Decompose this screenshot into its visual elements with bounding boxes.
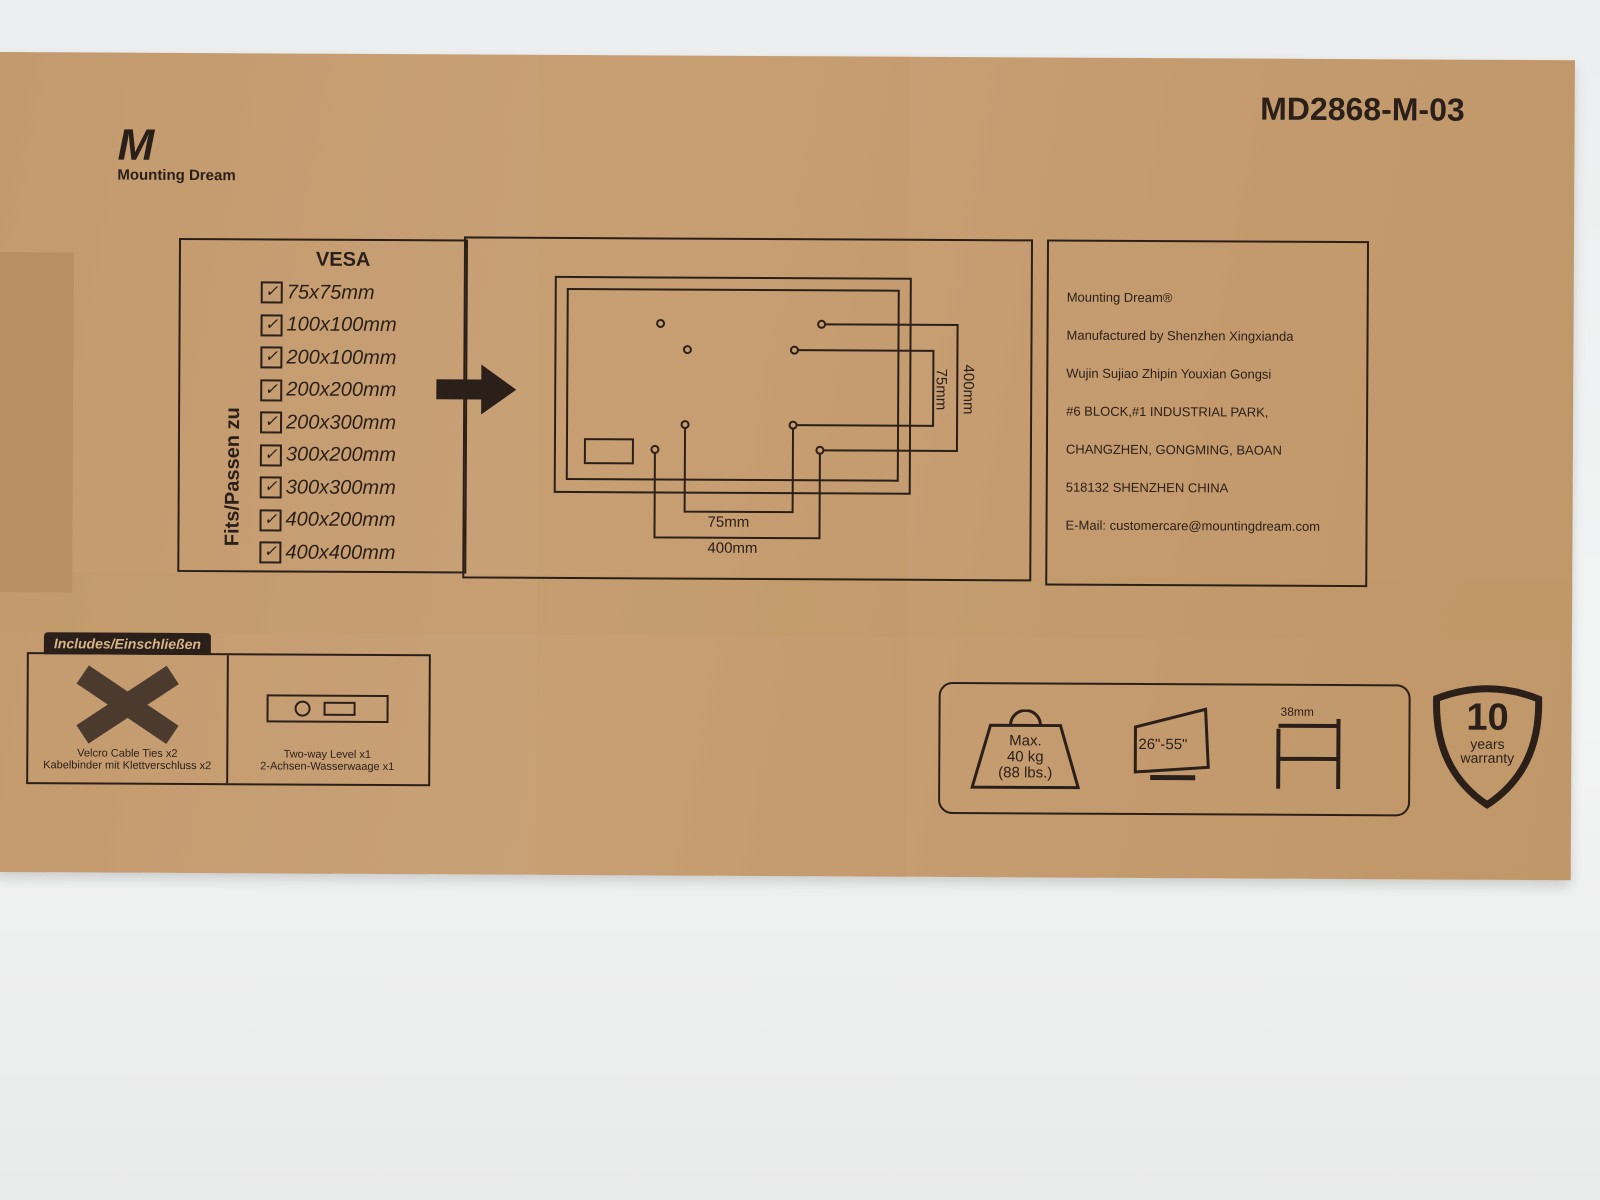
dim-75-horizontal: 75mm: [707, 513, 750, 531]
vesa-size-item: ✓100x100mm: [260, 309, 397, 342]
vesa-size-item: ✓300x200mm: [259, 439, 397, 472]
item-label-en: Two-way Level x1: [283, 748, 372, 761]
level-icon: [266, 694, 389, 724]
vesa-size-item: ✓75x75mm: [260, 276, 397, 309]
vesa-size-item: ✓400x200mm: [259, 504, 396, 537]
weight-label: Max.: [1009, 732, 1042, 750]
dim-75-vertical: 75mm: [932, 368, 950, 411]
vesa-size-label: 400x400mm: [285, 541, 396, 564]
includes-title: Includes/Einschließen: [43, 632, 212, 656]
box-flap: [0, 251, 74, 593]
arrow-right-icon: [436, 364, 517, 415]
warranty-label: warranty: [1460, 749, 1515, 766]
warranty-years-number: 10: [1466, 696, 1509, 739]
vesa-panel: VESA Fits/Passen zu ✓75x75mm✓100x100mm✓2…: [177, 237, 469, 574]
vesa-size-item: ✓300x300mm: [259, 471, 396, 504]
item-label-en: Velcro Cable Ties x2: [77, 747, 178, 760]
checkbox-checked-icon: ✓: [259, 509, 282, 532]
checkbox-checked-icon: ✓: [260, 379, 283, 402]
tv-back-diagram: [553, 275, 959, 540]
include-item-cable-ties: Velcro Cable Ties x2 Kabelbinder mit Kle…: [28, 654, 229, 784]
info-line: Mounting Dream®: [1066, 289, 1173, 306]
screen-size-range: 26"-55": [1138, 735, 1188, 754]
brand-logo: M Mounting Dream: [117, 121, 267, 185]
brand-name: Mounting Dream: [117, 166, 236, 185]
logo-mark: M: [117, 120, 151, 170]
weight-kg: 40 kg: [1006, 748, 1044, 766]
info-line: 518132 SHENZHEN CHINA: [1065, 479, 1229, 496]
info-line: E-Mail: customercare@mountingdream.com: [1065, 517, 1321, 534]
vesa-size-item: ✓200x300mm: [260, 406, 396, 439]
vesa-list: ✓75x75mm✓100x100mm✓200x100mm✓200x200mm✓2…: [259, 276, 397, 569]
vesa-size-label: 200x100mm: [286, 346, 397, 369]
checkbox-checked-icon: ✓: [260, 281, 283, 304]
include-item-level: Two-way Level x1 2-Achsen-Wasserwaage x1: [228, 655, 427, 784]
checkbox-checked-icon: ✓: [260, 314, 283, 337]
info-line: Manufactured by Shenzhen Xingxianda: [1066, 327, 1294, 344]
weight-lbs: (88 lbs.): [998, 764, 1053, 782]
vesa-size-item: ✓200x200mm: [260, 374, 396, 407]
vesa-size-label: 75x75mm: [286, 281, 375, 304]
info-line: Wujin Sujiao Zhipin Youxian Gongsi: [1066, 365, 1272, 382]
vesa-size-label: 300x300mm: [285, 476, 396, 499]
dim-400-vertical: 400mm: [959, 364, 977, 415]
vesa-side-label: Fits/Passen zu: [221, 407, 245, 547]
screen-size-icon: 26"-55": [1130, 707, 1215, 787]
checkbox-checked-icon: ✓: [260, 411, 283, 434]
cardboard-box: M Mounting Dream MD2868-M-03 VESA Fits/P…: [0, 52, 1575, 881]
vesa-size-label: 400x200mm: [285, 508, 396, 532]
vesa-size-label: 200x300mm: [286, 411, 397, 434]
shield-icon: [1433, 685, 1543, 809]
model-number: MD2868-M-03: [1260, 90, 1465, 128]
features-panel: Max. 40 kg (88 lbs.) 26"-55" 38mm: [938, 681, 1411, 817]
checkbox-checked-icon: ✓: [260, 346, 283, 369]
wall-depth-icon: 38mm: [1270, 704, 1360, 794]
dim-400-horizontal: 400mm: [707, 539, 758, 557]
checkbox-checked-icon: ✓: [259, 541, 282, 564]
vesa-title: VESA: [315, 248, 371, 271]
vesa-size-item: ✓200x100mm: [260, 341, 397, 374]
info-line: CHANGZHEN, GONGMING, BAOAN: [1065, 441, 1282, 458]
vesa-diagram: 75mm 400mm 75mm 400mm: [462, 236, 1034, 582]
vesa-size-label: 100x100mm: [286, 313, 397, 337]
checkbox-checked-icon: ✓: [259, 476, 282, 499]
manufacturer-info: Mounting Dream® Manufactured by Shenzhen …: [1045, 239, 1370, 588]
includes-panel: Includes/Einschließen Velcro Cable Ties …: [26, 632, 431, 787]
weight-icon: Max. 40 kg (88 lbs.): [970, 709, 1081, 790]
checkbox-checked-icon: ✓: [259, 444, 282, 467]
cable-ties-icon: [76, 665, 179, 745]
item-label-de: 2-Achsen-Wasserwaage x1: [260, 760, 395, 774]
warranty-badge: 10 years warranty: [1428, 684, 1547, 809]
info-line: #6 BLOCK,#1 INDUSTRIAL PARK,: [1066, 403, 1269, 420]
item-label-de: Kabelbinder mit Klettverschluss x2: [43, 759, 212, 773]
vesa-size-item: ✓400x400mm: [259, 536, 396, 569]
vesa-size-label: 200x200mm: [286, 378, 397, 402]
vesa-size-label: 300x200mm: [285, 443, 397, 467]
